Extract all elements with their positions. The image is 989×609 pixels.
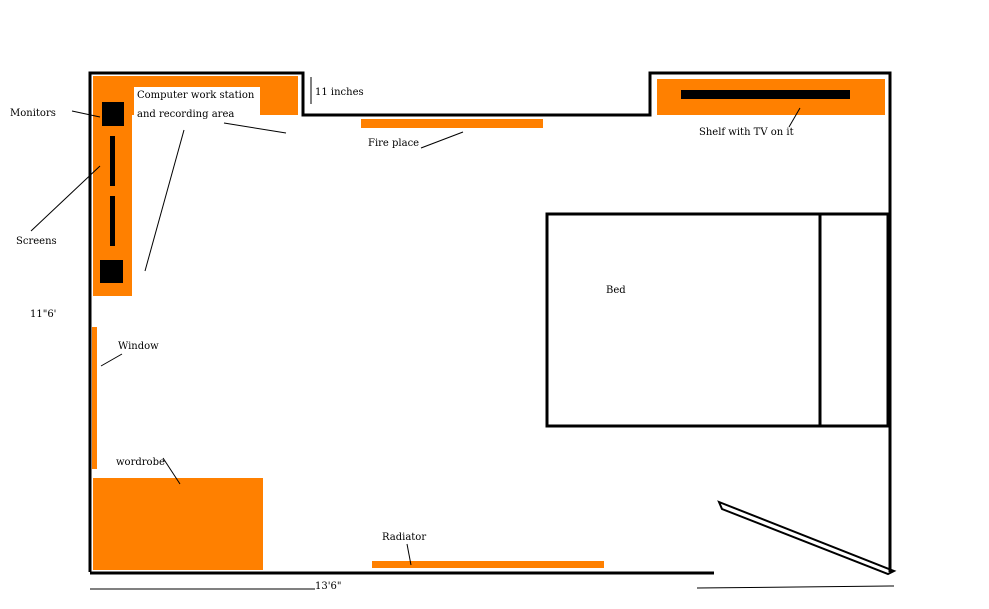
equipment — [100, 90, 850, 283]
wardrobe — [93, 478, 263, 570]
screen-upper — [110, 136, 115, 186]
workstation-label-line2: and recording area — [137, 109, 234, 120]
radiator-leader — [406, 543, 412, 566]
leader-lines — [30, 77, 895, 590]
wall-top-left-alcove — [88, 71, 892, 572]
wardrobe-leader — [162, 457, 181, 485]
fireplace-label: Fire place — [368, 138, 419, 149]
fireplace — [361, 119, 543, 128]
radiator — [372, 561, 604, 568]
workstation-label-area — [134, 87, 260, 127]
screens-leader — [30, 165, 101, 232]
height-dimension-label: 11"6' — [30, 309, 56, 320]
bed-frame — [545, 212, 890, 428]
bed — [545, 212, 890, 428]
shelf-label: Shelf with TV on it — [699, 127, 794, 138]
window-leader — [100, 353, 123, 367]
monitor-bottom — [100, 260, 123, 283]
door — [717, 500, 897, 576]
wardrobe-label: wordrobe — [116, 457, 165, 468]
tv — [681, 90, 850, 99]
screen-lower — [110, 196, 115, 246]
fireplace-leader — [420, 131, 464, 149]
workstation-label-line1: Computer work station — [137, 90, 255, 101]
room-walls — [88, 71, 892, 575]
window — [92, 327, 97, 469]
bed-label: Bed — [606, 285, 626, 296]
labels: Monitors Computer work station and recor… — [10, 87, 794, 592]
radiator-label: Radiator — [382, 532, 426, 543]
width-dimension-label: 13'6" — [315, 581, 341, 592]
monitors-label: Monitors — [10, 108, 56, 119]
inches-label: 11 inches — [315, 87, 364, 98]
workstation-leader-2 — [144, 129, 185, 272]
screens-label: Screens — [16, 236, 57, 247]
monitors-leader — [71, 110, 101, 118]
monitor-top — [102, 102, 124, 126]
width-dim-line-right — [696, 585, 895, 589]
workstation-leader-1 — [223, 122, 287, 134]
door-leaf — [717, 500, 897, 576]
shelf-leader — [788, 107, 801, 128]
window-label: Window — [118, 341, 159, 352]
